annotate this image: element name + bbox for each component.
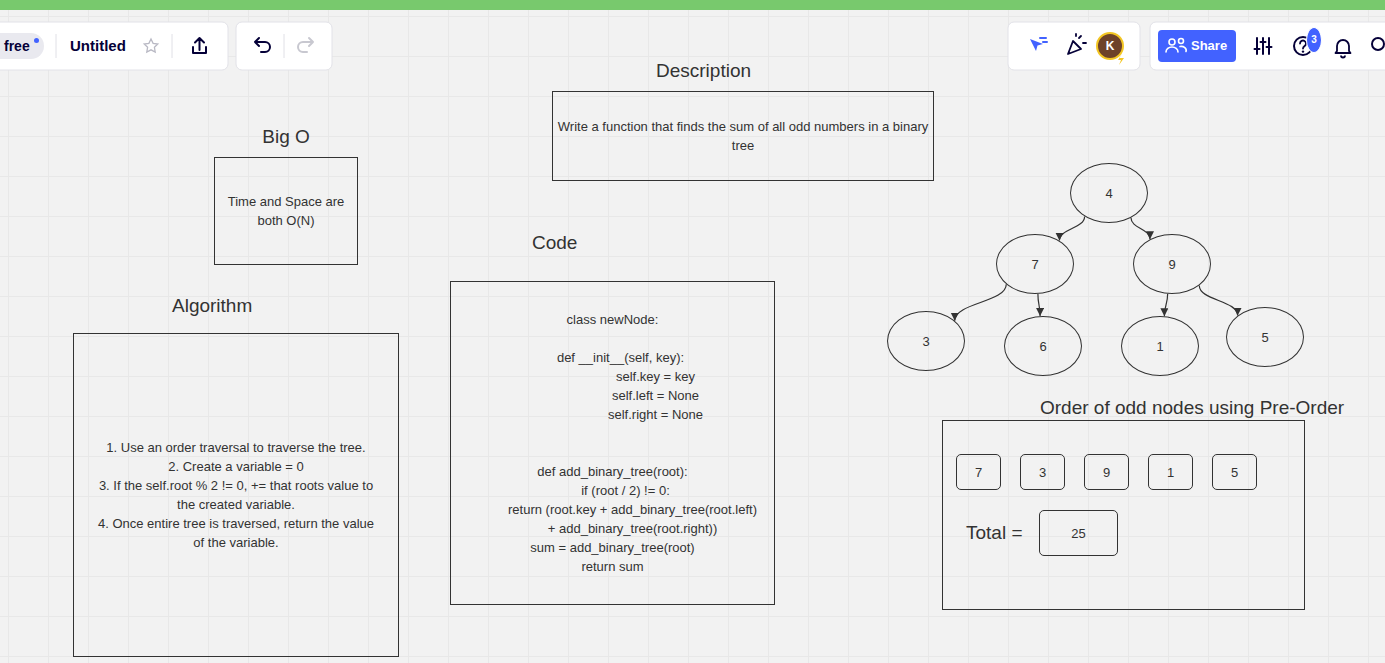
settings-icon xyxy=(1255,38,1272,54)
separator xyxy=(284,34,285,58)
tree-node: 4 xyxy=(1070,163,1148,223)
button-label: Share xyxy=(1191,38,1227,54)
order-item: 5 xyxy=(1212,454,1257,490)
undo-icon xyxy=(255,38,270,52)
code-line: self.right = None xyxy=(522,405,703,424)
search-icon xyxy=(1372,38,1384,50)
people-icon xyxy=(1166,46,1186,52)
toolbar-panel xyxy=(236,22,332,70)
toolbar-panel xyxy=(0,22,228,70)
node-label: 6 xyxy=(1039,337,1046,356)
tree-edge xyxy=(1131,218,1150,239)
algorithm-box: Algorithm1. Use an order traversal to tr… xyxy=(73,333,399,657)
node-label: 1 xyxy=(1167,463,1174,482)
code-line: self.left = None xyxy=(526,386,699,405)
node-label: 9 xyxy=(1168,255,1175,274)
big-o-box: Big OTime and Space are both O(N) xyxy=(214,157,358,265)
tree-node: 1 xyxy=(1121,316,1199,376)
node-label: 4 xyxy=(1105,184,1112,203)
order-item: 7 xyxy=(956,454,1001,490)
description-box: DescriptionWrite a function that finds t… xyxy=(552,91,934,181)
node-label: 7 xyxy=(975,463,982,482)
algorithm-step: 4. Once entire tree is traversed, return… xyxy=(95,514,377,552)
tree-node: 3 xyxy=(887,311,965,371)
total-label: Total = xyxy=(966,522,1023,544)
share-button xyxy=(1158,30,1236,62)
avatar: K xyxy=(1097,33,1123,59)
tree-node: 6 xyxy=(1004,316,1082,376)
toolbar-panel xyxy=(1008,22,1140,70)
algorithm-step: 3. If the self.root % 2 != 0, += that ro… xyxy=(95,476,377,514)
tree-edge xyxy=(1059,216,1084,240)
tree-node: 7 xyxy=(996,234,1074,294)
algorithm-step: 1. Use an order traversal to traverse th… xyxy=(106,438,365,457)
section-heading: Algorithm xyxy=(172,295,252,317)
tree-edge xyxy=(1199,285,1237,315)
people-icon-head xyxy=(1179,39,1184,44)
section-heading: Big O xyxy=(215,126,357,148)
code-line: return (root.key + add_binary_tree(root.… xyxy=(468,500,758,538)
node-label: 1 xyxy=(1156,337,1163,356)
order-box: Order of odd nodes using Pre-OrderTotal … xyxy=(942,420,1305,610)
node-label: 3 xyxy=(1039,463,1046,482)
code-line: return sum xyxy=(581,557,643,576)
star-icon xyxy=(144,39,158,52)
separator xyxy=(172,34,173,58)
notification-badge: 3 xyxy=(1306,27,1322,53)
tree-edge xyxy=(1038,294,1040,316)
code-line: sum = add_binary_tree(root) xyxy=(530,538,694,557)
people-icon-head xyxy=(1169,39,1175,45)
node-label: 5 xyxy=(1261,328,1268,347)
code-line: self.key = key xyxy=(530,367,695,386)
node-label: 5 xyxy=(1231,463,1238,482)
redo-icon xyxy=(298,38,313,52)
code-box: Codeclass newNode:def __init__(self, key… xyxy=(450,281,775,605)
avatar-initial: K xyxy=(1106,39,1115,53)
separator xyxy=(56,34,57,58)
share-button: Share xyxy=(1158,30,1236,62)
algorithm-step: 2. Create a variable = 0 xyxy=(168,457,304,476)
reaction-icon xyxy=(1068,34,1086,54)
board-title: Untitled xyxy=(70,35,126,57)
node-label: 25 xyxy=(1071,524,1085,543)
node-label: 3 xyxy=(922,332,929,351)
code-line: def __init__(self, key): xyxy=(541,348,684,367)
order-item: 3 xyxy=(1020,454,1065,490)
section-heading: Order of odd nodes using Pre-Order xyxy=(1040,397,1344,419)
bell-icon xyxy=(1336,40,1351,58)
code-line: def add_binary_tree(root): xyxy=(537,462,687,481)
tree-node: 5 xyxy=(1226,307,1304,367)
order-item: 1 xyxy=(1148,454,1193,490)
description-text: Write a function that finds the sum of a… xyxy=(557,117,929,155)
section-heading: Description xyxy=(656,60,751,82)
code-line: class newNode: xyxy=(567,310,659,329)
avatar-circle xyxy=(1097,33,1123,59)
order-item: 9 xyxy=(1084,454,1129,490)
section-heading: Code xyxy=(532,232,577,254)
toolbar-panel xyxy=(1150,22,1385,70)
lightning-icon xyxy=(1118,54,1124,65)
plan-badge: free xyxy=(0,33,44,59)
badge-count: 3 xyxy=(1311,35,1317,45)
total-box: 25 xyxy=(1039,510,1118,556)
complexity-text: Time and Space are both O(N) xyxy=(221,192,351,230)
tree-edge xyxy=(1164,294,1167,316)
top-bar xyxy=(0,0,1385,10)
node-label: 7 xyxy=(1031,255,1038,274)
toolbar-panel: free Untitled xyxy=(0,22,228,70)
tree-node: 9 xyxy=(1133,234,1211,294)
upload-icon xyxy=(193,38,206,53)
cursor-icon xyxy=(1030,39,1043,51)
code-line: if (root / 2) != 0: xyxy=(555,481,670,500)
cursor-lines xyxy=(1040,38,1047,42)
tree-edge xyxy=(955,284,1007,320)
help-icon-dot xyxy=(1302,50,1304,52)
node-label: 9 xyxy=(1103,463,1110,482)
